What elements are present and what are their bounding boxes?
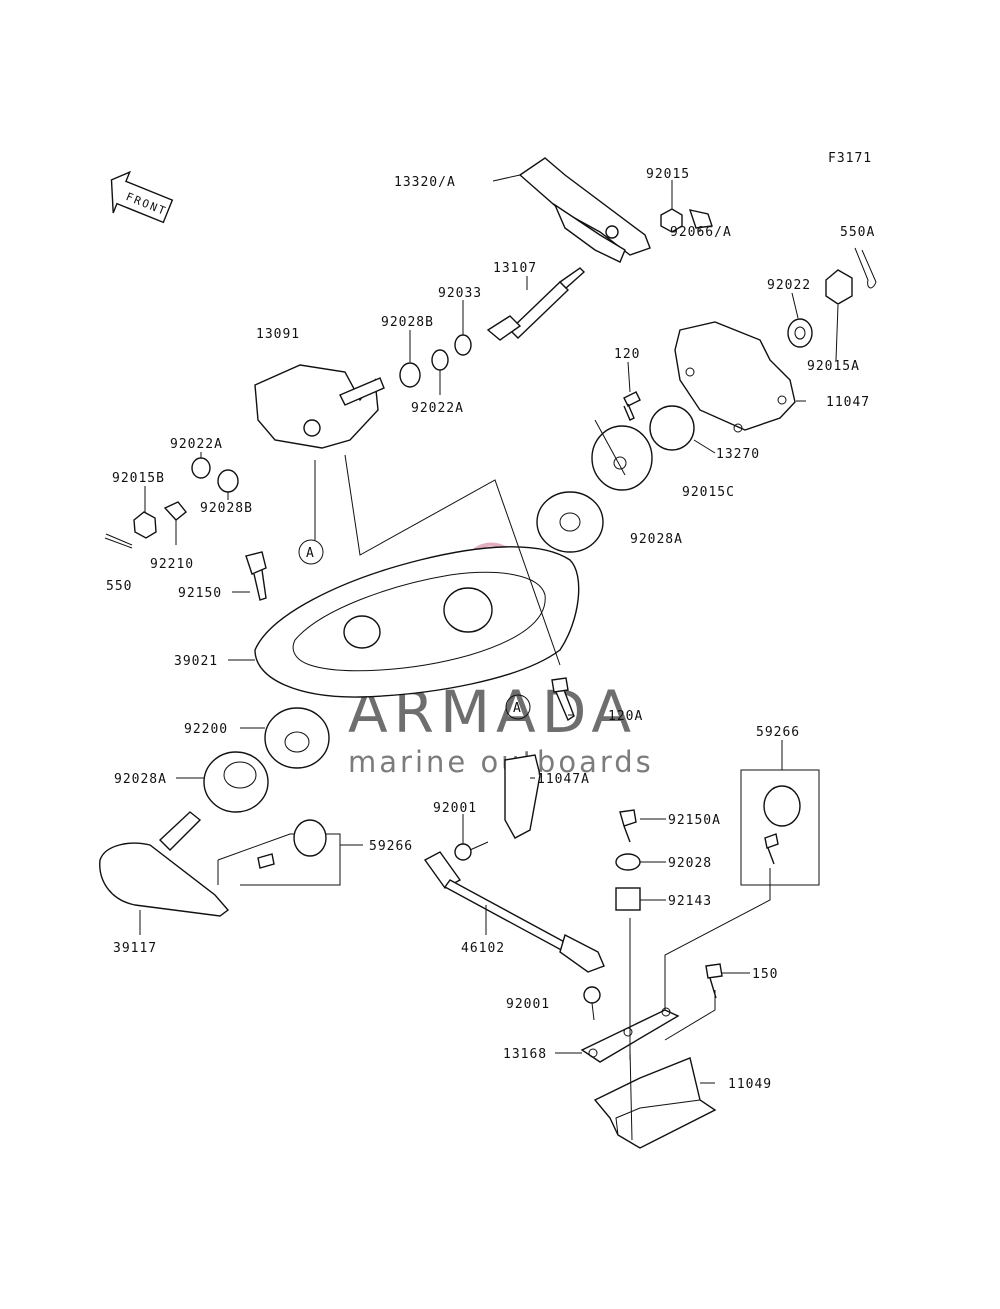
label-46102: 46102 — [461, 941, 505, 956]
washer-92022-icon — [787, 318, 813, 348]
label-92150: 92150 — [178, 586, 222, 601]
label-150: 150 — [752, 967, 778, 982]
lever-39117-drawing — [99, 842, 230, 917]
bracket-11047a-drawing — [504, 754, 541, 839]
label-92015: 92015 — [646, 167, 690, 182]
spring-92210-icon — [163, 501, 187, 521]
part-13091-drawing — [254, 364, 385, 449]
label-13168: 13168 — [503, 1047, 547, 1062]
label-11047: 11047 — [826, 395, 870, 410]
label-92001-bottom: 92001 — [506, 997, 550, 1012]
label-550: 550 — [106, 579, 132, 594]
bushing-59266-right-icon — [763, 785, 801, 827]
clip-92066-icon — [688, 209, 713, 229]
disc-13270-drawing — [649, 405, 695, 451]
ref-marker-a-bottom-label: A — [513, 701, 522, 716]
label-92066a: 92066/A — [670, 225, 732, 240]
label-92022a-left: 92022A — [170, 437, 223, 452]
label-13320a: 13320/A — [394, 175, 456, 190]
balljoint-92001-bottom-icon — [583, 986, 601, 1004]
label-13270: 13270 — [716, 447, 760, 462]
watermark-subtitle: marine outboards — [348, 745, 654, 779]
label-11047a: 11047A — [537, 772, 590, 787]
nut-92015b-icon — [133, 511, 157, 539]
label-92028: 92028 — [668, 856, 712, 871]
label-92015b: 92015B — [112, 471, 165, 486]
label-92200: 92200 — [184, 722, 228, 737]
label-92150a: 92150A — [668, 813, 721, 828]
label-92028a-right: 92028A — [630, 532, 683, 547]
bushing-92028b-left-icon — [217, 469, 239, 493]
bolt-92150a-icon — [619, 809, 637, 843]
bushing-92028b-top-icon — [399, 362, 421, 388]
part-13320a-drawing — [518, 157, 651, 263]
bolt-120-icon — [623, 391, 641, 421]
circlip-92033-icon — [454, 334, 472, 356]
bolt-92150-icon — [245, 551, 267, 601]
balljoint-92001-top-icon — [454, 843, 472, 861]
plate-39021-drawing — [254, 546, 580, 698]
label-39021: 39021 — [174, 654, 218, 669]
bolt-150-icon — [705, 963, 723, 999]
label-13091: 13091 — [256, 327, 300, 342]
plate-11047-drawing — [674, 321, 796, 431]
bracket-11049-drawing — [593, 1057, 717, 1149]
grommet-92028a-right-drawing — [536, 491, 604, 553]
washer-92022a-left-icon — [191, 457, 211, 479]
spacer-92143-icon — [615, 887, 641, 911]
part-13107-drawing — [486, 267, 586, 341]
label-92015a: 92015A — [807, 359, 860, 374]
label-550a: 550A — [840, 225, 875, 240]
label-120: 120 — [614, 347, 640, 362]
disc-92015c-drawing — [591, 425, 653, 491]
ref-marker-a-top-icon — [298, 539, 324, 565]
front-arrow-icon: FRONT — [110, 170, 174, 224]
ref-marker-a-bottom-icon — [505, 694, 531, 720]
cotter-pin-550a-icon — [854, 247, 877, 289]
label-92022: 92022 — [767, 278, 811, 293]
label-11049: 11049 — [728, 1077, 772, 1092]
label-59266-right: 59266 — [756, 725, 800, 740]
washer-92022a-top-icon — [431, 349, 449, 371]
label-59266-left: 59266 — [369, 839, 413, 854]
bolt-120a-icon — [551, 677, 575, 722]
label-92028b-top: 92028B — [381, 315, 434, 330]
ref-marker-a-top-label: A — [306, 546, 315, 561]
part-labels: 13320/A 92015 92066/A 550A 13107 92033 9… — [106, 167, 875, 1092]
label-92210: 92210 — [150, 557, 194, 572]
grommet-92028a-left-drawing — [203, 751, 269, 813]
label-92001-top: 92001 — [433, 801, 477, 816]
label-92015c: 92015C — [682, 485, 735, 500]
label-92143: 92143 — [668, 894, 712, 909]
washer-92200-drawing — [264, 707, 330, 769]
label-120a: 120A — [608, 709, 643, 724]
label-13107: 13107 — [493, 261, 537, 276]
label-92028a-left: 92028A — [114, 772, 167, 787]
rod-46102-drawing — [423, 851, 605, 973]
label-92033: 92033 — [438, 286, 482, 301]
bushing-59266-left-icon — [293, 819, 327, 857]
cotter-pin-550-icon — [104, 533, 133, 549]
label-92028b-left: 92028B — [200, 501, 253, 516]
bushing-92028-icon — [615, 853, 641, 871]
figure-code: F3171 — [828, 151, 872, 166]
nut-92015a-icon — [825, 269, 853, 305]
callout-box-59266-left — [217, 833, 341, 886]
label-92022a-top: 92022A — [411, 401, 464, 416]
label-39117: 39117 — [113, 941, 157, 956]
callout-box-59266-right — [740, 769, 820, 886]
